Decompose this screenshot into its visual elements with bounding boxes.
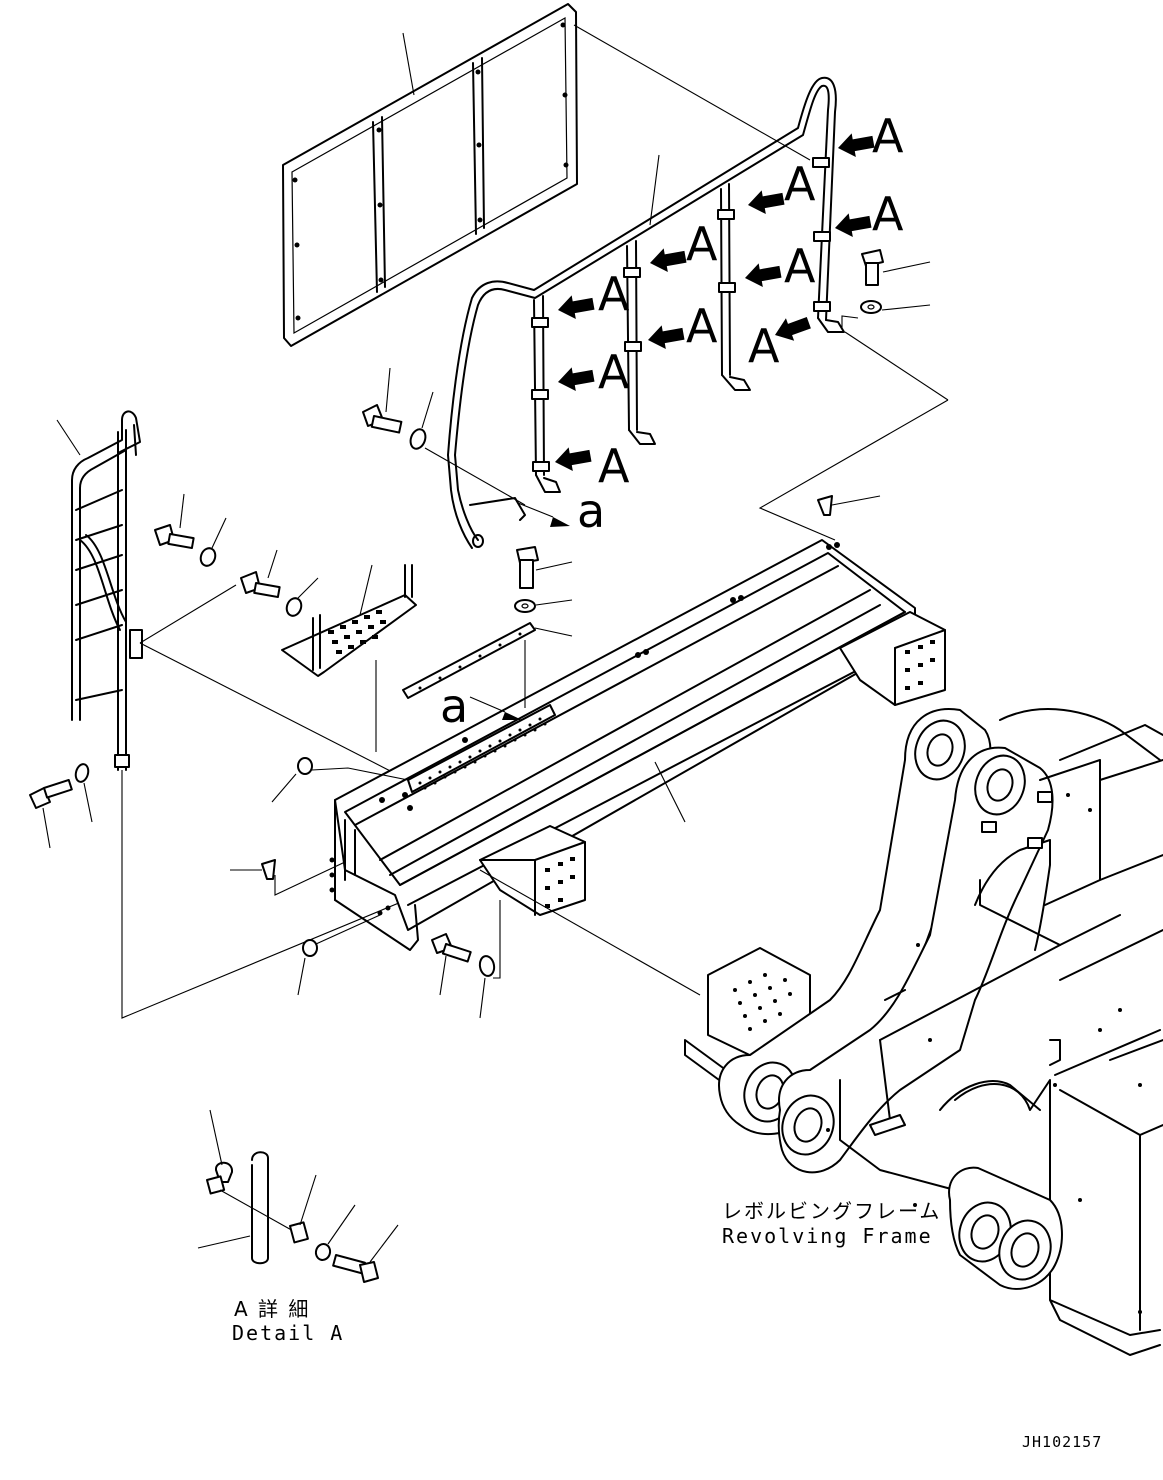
section-a-label-mid: a: [440, 679, 468, 733]
washer-beam-bottom: [478, 900, 501, 1019]
detail-a: [197, 1109, 399, 1283]
leader-a-section: [517, 502, 554, 518]
leader-ladder-bracket: [139, 584, 237, 644]
bolt-footboard: [516, 546, 573, 589]
arrow-a-section: [550, 517, 570, 527]
leader-handrail: [649, 154, 660, 226]
bolt-handrail-right: [861, 249, 931, 286]
washer-step: [285, 577, 319, 617]
leader-handrail-frame-2: [758, 399, 949, 541]
callout-a-9: A: [598, 345, 630, 399]
detail-label-en: Detail A: [232, 1321, 344, 1345]
bolt-step: [240, 549, 281, 599]
step-plate: [281, 564, 417, 677]
leader-handrail-frame: [844, 331, 949, 401]
section-a-label-top: a: [577, 484, 605, 538]
leader-foot-right: [841, 315, 859, 328]
cap-left-1: [271, 757, 409, 803]
cap-left-3: [297, 914, 381, 996]
leader-footboard: [654, 761, 686, 823]
callout-a-2: A: [784, 157, 816, 211]
ladder: [71, 410, 143, 771]
washer-handrail-right: [860, 300, 931, 314]
callout-a-1: A: [872, 109, 904, 163]
leader-ladder: [56, 419, 81, 456]
washer-handrail-left: [409, 391, 526, 506]
bolt-ladder-top: [154, 493, 195, 550]
frame-label-jp: レボルビングフレーム: [722, 1199, 941, 1223]
handrail: [447, 76, 845, 549]
leader-a-section-mid: [469, 696, 506, 713]
leader-panel: [402, 32, 415, 96]
frame-label-en: Revolving Frame: [722, 1224, 933, 1248]
washer-ladder-bottom: [74, 763, 93, 823]
cap-left-2: [230, 859, 346, 896]
washer-footboard: [514, 599, 573, 613]
callout-a-7: A: [686, 299, 718, 353]
footboard-beam: [329, 539, 946, 951]
callout-a-4: A: [686, 217, 718, 271]
callout-a-3: A: [872, 187, 904, 241]
washer-ladder-top: [199, 517, 227, 567]
cap-right: [817, 495, 881, 516]
panel-frame: [282, 3, 578, 347]
callout-a-10: A: [598, 439, 630, 493]
detail-label-jp: A 詳 細: [234, 1297, 310, 1321]
detail-a-arrows: [555, 133, 875, 472]
leader-panel-handrail: [573, 24, 811, 161]
callout-a-8: A: [748, 319, 780, 373]
leader-box-frame: [479, 869, 701, 996]
callout-a-5: A: [784, 239, 816, 293]
bolt-handrail-left: [362, 367, 403, 434]
bolt-ladder-bottom: [29, 778, 73, 849]
drawing-number: JH102157: [1022, 1433, 1102, 1451]
arrow-a-section-mid: [502, 712, 522, 720]
bolt-beam-bottom: [431, 933, 472, 996]
leader-ladder-frame: [139, 642, 409, 781]
revolving-frame: [684, 708, 1163, 1356]
callout-a-6: A: [598, 267, 630, 321]
grating-strip: [402, 622, 573, 708]
